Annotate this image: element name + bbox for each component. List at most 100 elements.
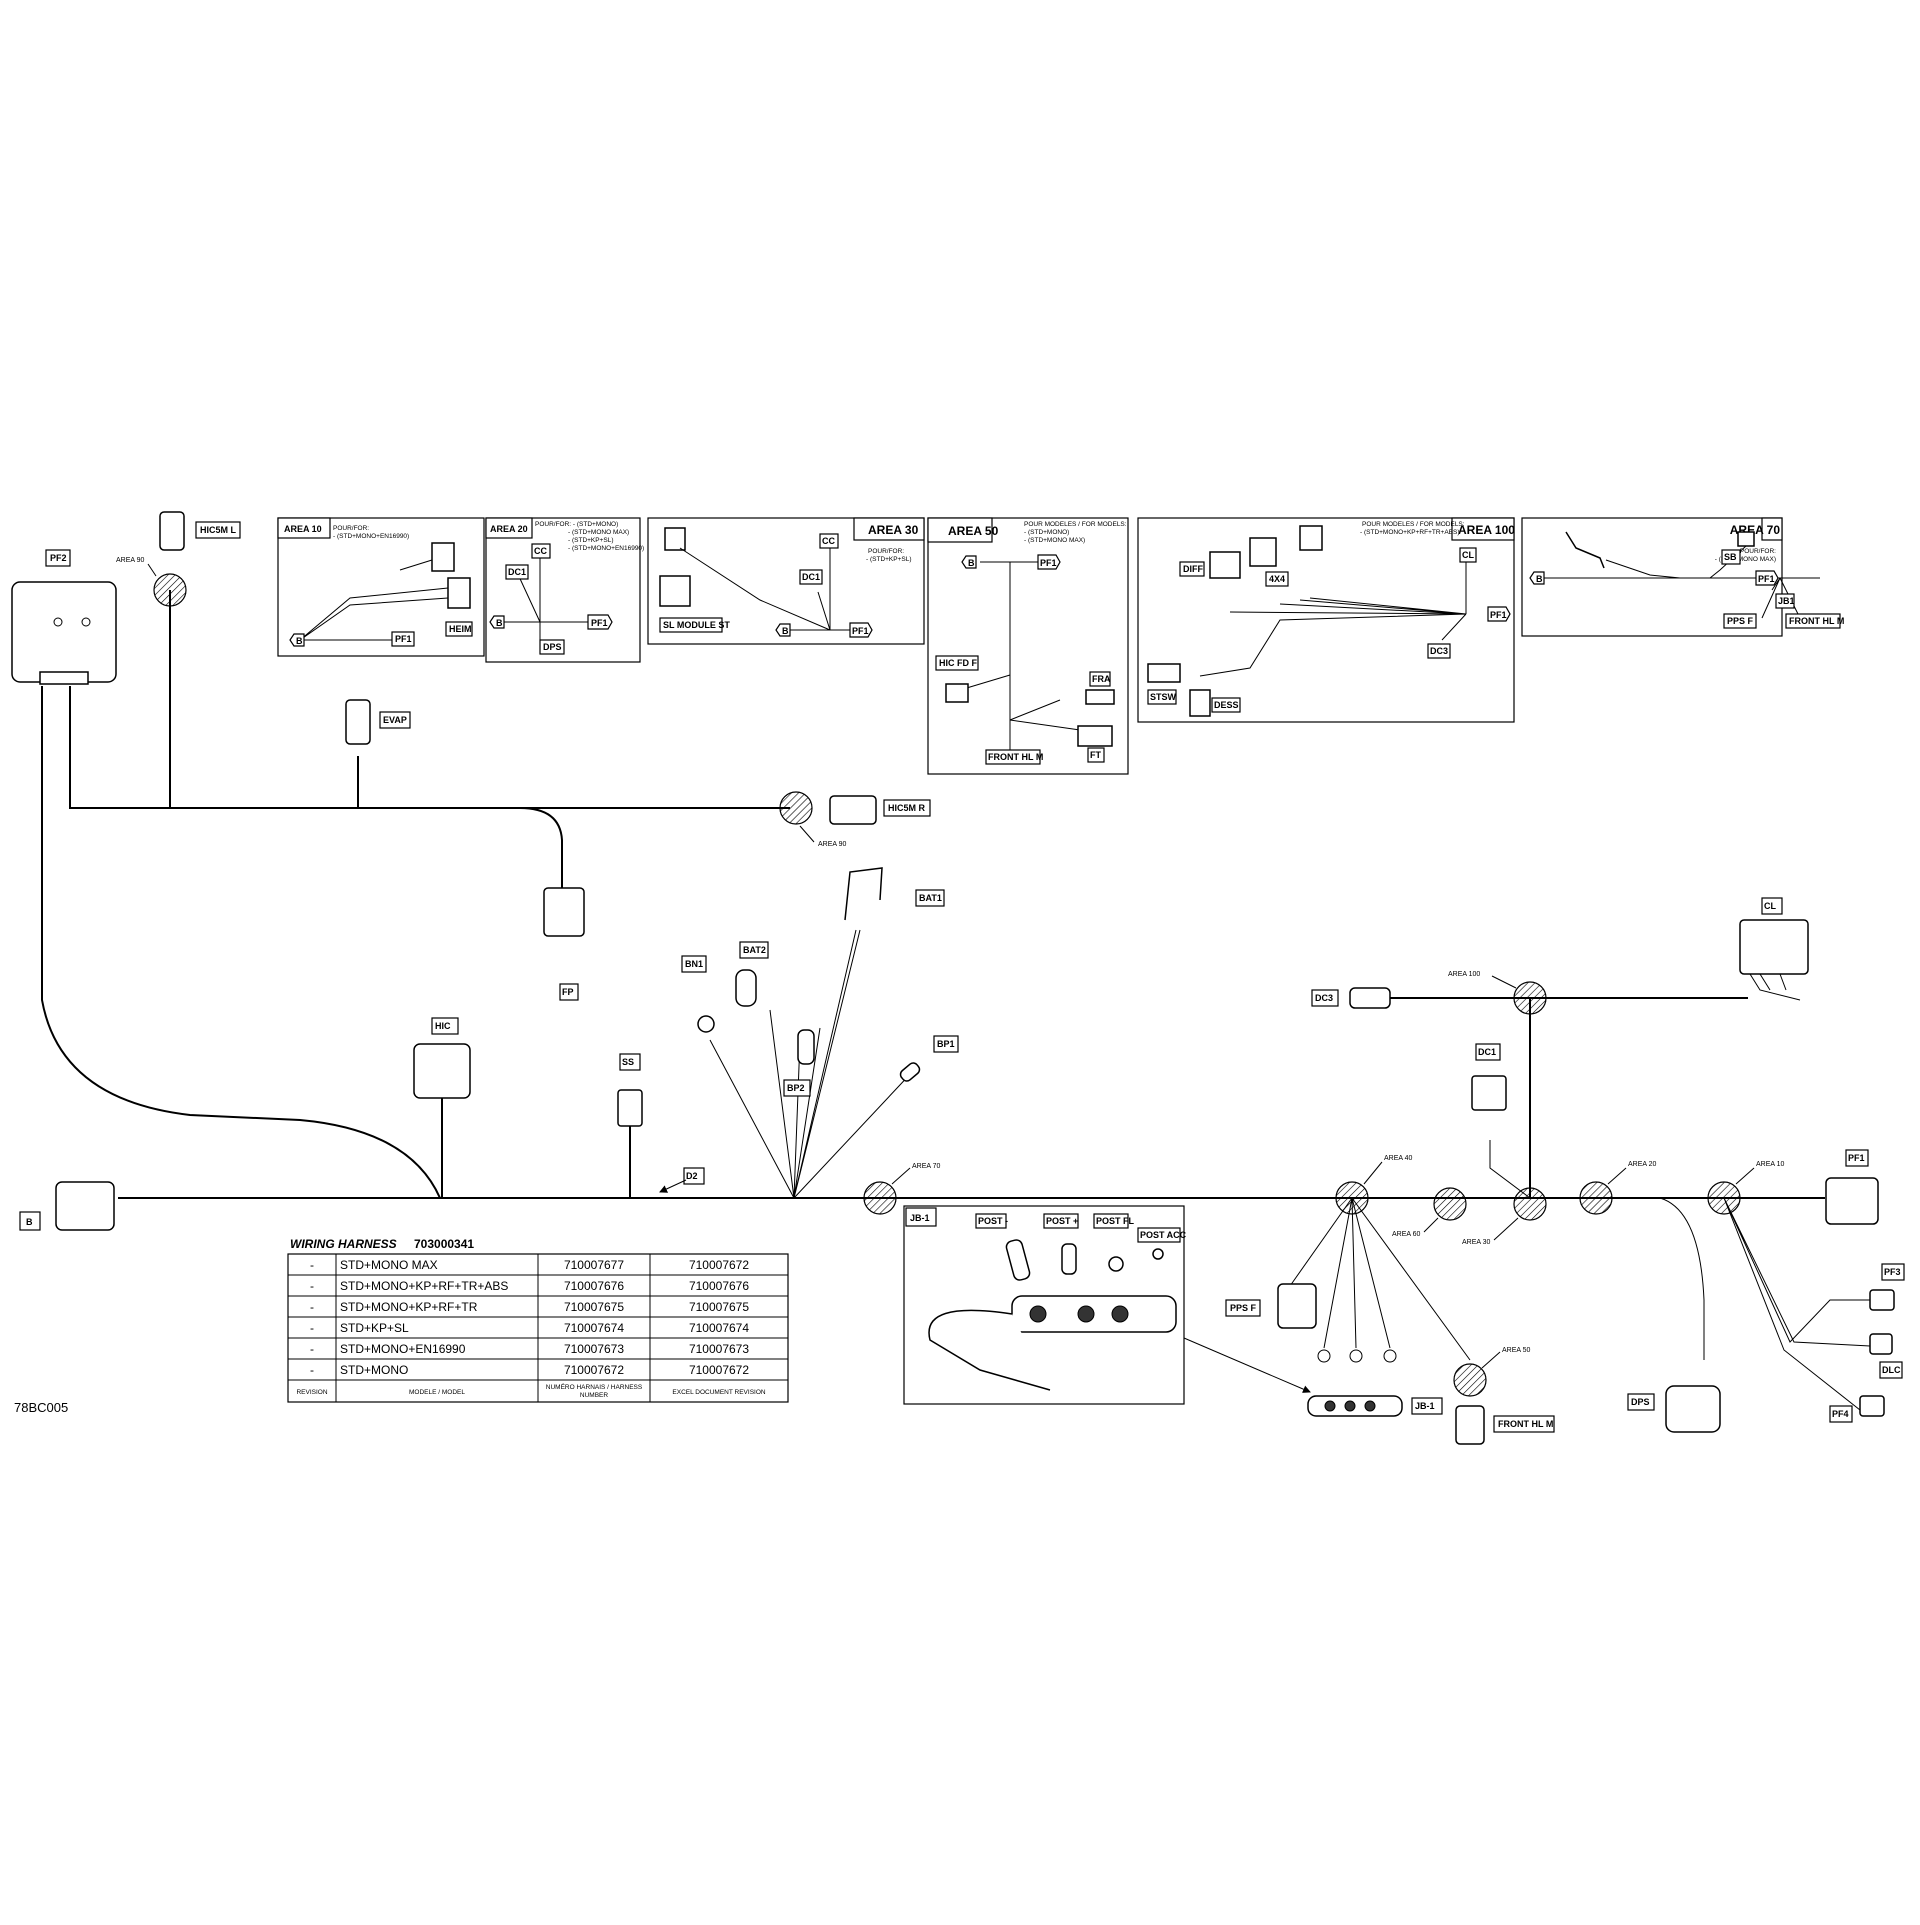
- ss-tag: [619, 1053, 641, 1071]
- jb1-right-tag: [1411, 1397, 1443, 1415]
- inset-4x4-label: 4X4: [1269, 574, 1285, 584]
- inset-area-50-title: AREA 50: [948, 524, 999, 538]
- harness-row: - STD+MONO+EN16990 710007673 710007673: [310, 1342, 749, 1356]
- b-connector: [55, 1181, 115, 1231]
- inset-area-20: AREA 20 POUR/FOR: - (STD+MONO) - (STD+MO…: [485, 517, 644, 663]
- cl-tag: [1761, 897, 1783, 915]
- pf1-label: PF1: [1848, 1153, 1865, 1163]
- inset-note: - (STD+KP+SL): [866, 556, 912, 563]
- hic5m-r-connector: [829, 795, 877, 825]
- pf3-tag: [1881, 1263, 1905, 1281]
- upper-harness: PF2 HIC5M L AREA 90 EVAP AREA 90 HIC5M R…: [11, 511, 931, 1199]
- inset-note: POUR/FOR:: [868, 548, 904, 555]
- jb1-right-label: JB-1: [1415, 1401, 1435, 1411]
- cl-label: CL: [1764, 901, 1776, 911]
- bat2-terminal: [735, 969, 757, 1007]
- dps-connector: [1665, 1385, 1721, 1433]
- row-harness-no: 710007672: [564, 1363, 624, 1377]
- dlc-connector: [1869, 1333, 1893, 1355]
- inset-note: POUR MODELES / FOR MODELS:: [1362, 521, 1465, 528]
- bp2-tag: [783, 1079, 811, 1097]
- inset-front-hl-m-label: FRONT HL M: [988, 752, 1043, 762]
- pf2-label: PF2: [50, 553, 67, 563]
- row-model: STD+MONO+EN16990: [340, 1342, 466, 1356]
- row-excel-rev: 710007675: [689, 1300, 749, 1314]
- inset-area-10-title: AREA 10: [284, 524, 322, 534]
- row-excel-rev: 710007673: [689, 1342, 749, 1356]
- area-100-label: AREA 100: [1448, 971, 1480, 978]
- dc1-connector: [1471, 1075, 1507, 1111]
- inset-pps-f-label: PPS F: [1727, 616, 1754, 626]
- row-excel-rev: 710007676: [689, 1279, 749, 1293]
- area-50-marker: [1453, 1363, 1487, 1397]
- inset-area-10: AREA 10 POUR/FOR: - (STD+MONO+EN16990) B…: [277, 517, 485, 657]
- row-model: STD+MONO: [340, 1363, 408, 1377]
- inset-note: POUR/FOR: - (STD+MONO): [535, 521, 618, 528]
- area-10-label: AREA 10: [1756, 1161, 1785, 1168]
- header-model: MODELE / MODEL: [409, 1389, 465, 1396]
- inset-diff-label: DIFF: [1183, 564, 1203, 574]
- pf3-label: PF3: [1884, 1267, 1901, 1277]
- header-excel-rev: EXCEL DOCUMENT REVISION: [672, 1389, 765, 1396]
- fp-tag: [559, 983, 579, 1001]
- post-acc-label: POST ACC: [1140, 1230, 1187, 1240]
- row-revision: -: [310, 1279, 314, 1293]
- inset-pf1-label: PF1: [1040, 558, 1057, 568]
- post-fl-label: POST FL: [1096, 1216, 1135, 1226]
- inset-note: - (STD+MONO MAX): [1024, 537, 1085, 544]
- row-revision: -: [310, 1363, 314, 1377]
- inset-b-label: B: [1536, 574, 1543, 584]
- hic-connector: [413, 1043, 471, 1099]
- bp2-label: BP2: [787, 1083, 805, 1093]
- inset-note: POUR/FOR:: [1740, 548, 1776, 555]
- inset-dps-label: DPS: [543, 642, 562, 652]
- bat1-tag: [915, 889, 945, 907]
- bn1-tag: [681, 955, 707, 973]
- inset-dc1-label: DC1: [802, 572, 820, 582]
- inset-dess-label: DESS: [1214, 700, 1239, 710]
- dc1-tag: [1475, 1043, 1501, 1061]
- harness-row: - STD+MONO+KP+RF+TR 710007675 710007675: [310, 1300, 749, 1314]
- hic-tag: [431, 1017, 459, 1035]
- row-revision: -: [310, 1342, 314, 1356]
- harness-table: WIRING HARNESS 703000341 - STD+MONO MAX …: [287, 1237, 789, 1403]
- bn1-terminal: [697, 1015, 715, 1033]
- dc3-connector: [1349, 987, 1391, 1009]
- harness-row: - STD+MONO MAX 710007677 710007672: [310, 1258, 749, 1272]
- hic5m-r-label: HIC5M R: [888, 803, 926, 813]
- evap-connector: [345, 699, 371, 745]
- harness-row: - STD+KP+SL 710007674 710007674: [310, 1321, 749, 1335]
- area-90-right-marker: [779, 791, 813, 825]
- dps-label: DPS: [1631, 1397, 1650, 1407]
- inset-pf1-label: PF1: [852, 626, 869, 636]
- bat1-terminal: [844, 867, 883, 921]
- jb1-tag: [905, 1207, 937, 1227]
- b-tag: [19, 1211, 41, 1231]
- inset-area-30: AREA 30 POUR/FOR: - (STD+KP+SL) CC DC1 S…: [647, 517, 925, 645]
- hic5m-r-tag: [883, 799, 931, 817]
- bp1-terminal: [899, 1062, 921, 1082]
- bat1-label: BAT1: [919, 893, 942, 903]
- inset-area-30-title: AREA 30: [868, 523, 919, 537]
- inset-fra-label: FRA: [1092, 674, 1111, 684]
- row-revision: -: [310, 1300, 314, 1314]
- header-revision: REVISION: [296, 1389, 327, 1396]
- front-hl-m-label: FRONT HL M: [1498, 1419, 1553, 1429]
- jb1-label: JB-1: [910, 1213, 930, 1223]
- area-50-label: AREA 50: [1502, 1347, 1531, 1354]
- inset-note: - (STD+MONO): [1024, 529, 1069, 536]
- hic-label: HIC: [435, 1021, 451, 1031]
- row-revision: -: [310, 1258, 314, 1272]
- dc3-label: DC3: [1315, 993, 1333, 1003]
- inset-pf1-label: PF1: [1490, 610, 1507, 620]
- ss-connector: [617, 1089, 643, 1127]
- header-harness-no: NUMÉRO HARNAIS / HARNESS: [546, 1382, 643, 1391]
- pf1-tag: [1845, 1149, 1869, 1167]
- pf2-tag: [45, 549, 71, 567]
- diagram-id: 78BC005: [14, 1400, 68, 1415]
- pf4-label: PF4: [1832, 1409, 1849, 1419]
- inset-cc-label: CC: [822, 536, 835, 546]
- area-30-label: AREA 30: [1462, 1239, 1491, 1246]
- row-revision: -: [310, 1321, 314, 1335]
